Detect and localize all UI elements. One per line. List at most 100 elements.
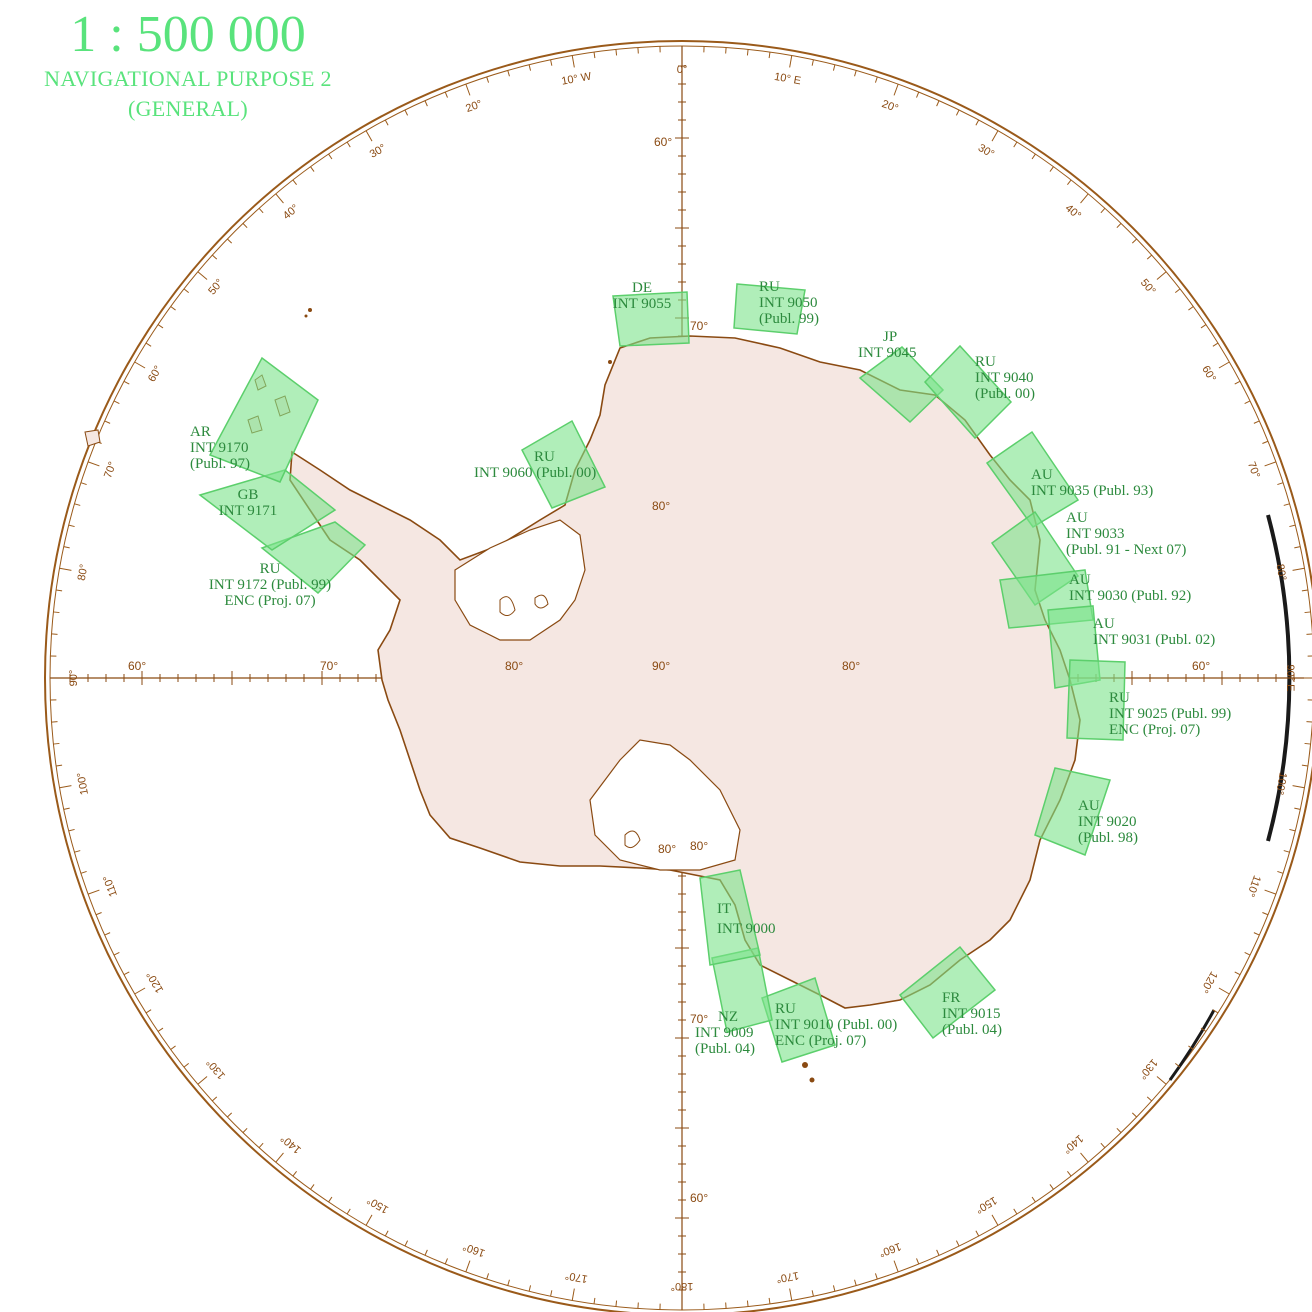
rim-dark-arc-southeast <box>1168 1009 1216 1081</box>
chart-box-it-9000[interactable] <box>699 869 761 966</box>
island-dot <box>308 308 312 312</box>
lat-label-bottom-80a: 80° <box>658 842 676 856</box>
lat-label-bottom-80b: 80° <box>690 839 708 853</box>
rim-degree-label: 170° <box>775 1269 800 1285</box>
rim-tick <box>1067 1170 1072 1177</box>
chart-box-au-9020[interactable] <box>1034 767 1111 856</box>
chart-box-ru-9060[interactable] <box>521 419 607 509</box>
map-scale-title: 1 : 500 000 NAVIGATIONAL PURPOSE 2 (GENE… <box>0 6 376 124</box>
rim-tick <box>746 49 749 56</box>
chart-box-de-9055[interactable] <box>612 291 690 347</box>
rim-tick <box>310 1184 315 1190</box>
rim-degree-label: 30° <box>976 142 996 161</box>
rim-degree-label: 60° <box>146 364 165 384</box>
rim-tick <box>1116 223 1122 229</box>
rim-tick <box>1146 254 1153 260</box>
chart-box-ru-9040[interactable] <box>923 344 1013 440</box>
rim-degree-label: 20° <box>464 98 484 115</box>
rim-tick <box>593 52 596 59</box>
rim-tick <box>346 141 351 148</box>
chart-box-fr-9015[interactable] <box>898 945 997 1040</box>
rim-tick <box>854 1279 857 1286</box>
rim-tick <box>1277 482 1284 486</box>
chart-box-au-9035[interactable] <box>985 430 1080 528</box>
rim-tick <box>746 1300 749 1307</box>
rim-tick <box>486 76 490 83</box>
rim-tick <box>1212 1009 1219 1014</box>
rim-tick <box>507 1279 510 1286</box>
rim-tick <box>1289 524 1296 528</box>
rim-tick <box>465 1260 471 1273</box>
rim-tick <box>991 130 999 142</box>
rim-tick <box>328 153 333 160</box>
rim-tick <box>1013 1208 1018 1215</box>
rim-tick <box>1174 1063 1181 1068</box>
rim-tick <box>1304 611 1311 614</box>
rim-tick <box>1218 987 1230 995</box>
chart-coverage-boxes <box>198 283 1126 1063</box>
rim-tick <box>384 119 389 126</box>
chart-box-ru-9025[interactable] <box>1066 659 1126 741</box>
rim-tick <box>134 361 146 369</box>
rim-tick <box>593 1297 596 1304</box>
rim-tick <box>346 1208 351 1215</box>
chart-box-ru-9050[interactable] <box>733 283 806 335</box>
rim-tick <box>157 324 164 329</box>
rim-tick <box>365 1214 373 1226</box>
lat-label-bottom-70: 70° <box>690 1012 708 1026</box>
lat-label-bottom-60: 60° <box>690 1191 708 1205</box>
rim-tick <box>1283 850 1290 853</box>
rim-tick <box>68 828 75 832</box>
rim-degree-label: 80° <box>1274 563 1289 581</box>
weddell-sea-ice-shelf <box>454 519 586 641</box>
rim-degree-label: 40° <box>1063 202 1083 222</box>
rim-tick <box>53 742 60 745</box>
chart-box-gb-9171[interactable] <box>198 469 337 551</box>
rim-tick <box>615 1300 618 1307</box>
purpose-line: NAVIGATIONAL PURPOSE 2 <box>44 66 332 91</box>
lat-label-right-60: 60° <box>1192 659 1210 673</box>
purpose-subline: (GENERAL) <box>127 96 248 121</box>
rim-degree-label: 160° <box>877 1240 902 1259</box>
rim-tick <box>134 987 146 995</box>
rim-tick <box>1080 193 1089 204</box>
rim-degree-label: 150° <box>365 1194 391 1216</box>
rim-tick <box>87 461 100 467</box>
rim-tick <box>1244 400 1251 405</box>
rim-tick <box>1264 461 1277 467</box>
rim-tick <box>507 70 510 77</box>
rim-tick <box>571 55 575 68</box>
rim-tick <box>1234 380 1241 385</box>
ice-rise <box>534 594 549 609</box>
rim-tick <box>444 1258 448 1265</box>
rim-tick <box>1013 141 1018 148</box>
rim-tick <box>1262 912 1269 916</box>
rim-degree-label: 60° <box>1199 364 1218 384</box>
rim-tick <box>975 1230 980 1237</box>
rim-tick <box>197 1076 208 1085</box>
rim-tick <box>1156 271 1167 280</box>
rim-tick <box>1292 785 1305 789</box>
ross-sea-ice-shelf <box>589 739 741 871</box>
rim-tick <box>1100 207 1106 214</box>
rim-tick <box>465 83 471 96</box>
rim-tick <box>424 100 428 107</box>
rim-tick <box>1200 1027 1207 1032</box>
chart-box-ru-9010[interactable] <box>761 977 836 1063</box>
rim-degree-label: 70° <box>1245 460 1262 480</box>
rim-tick <box>893 1260 899 1273</box>
rim-tick <box>258 1142 264 1149</box>
rim-tick <box>1277 870 1284 874</box>
chart-box-ar-9170[interactable] <box>208 356 319 483</box>
island-dot <box>809 1077 815 1083</box>
